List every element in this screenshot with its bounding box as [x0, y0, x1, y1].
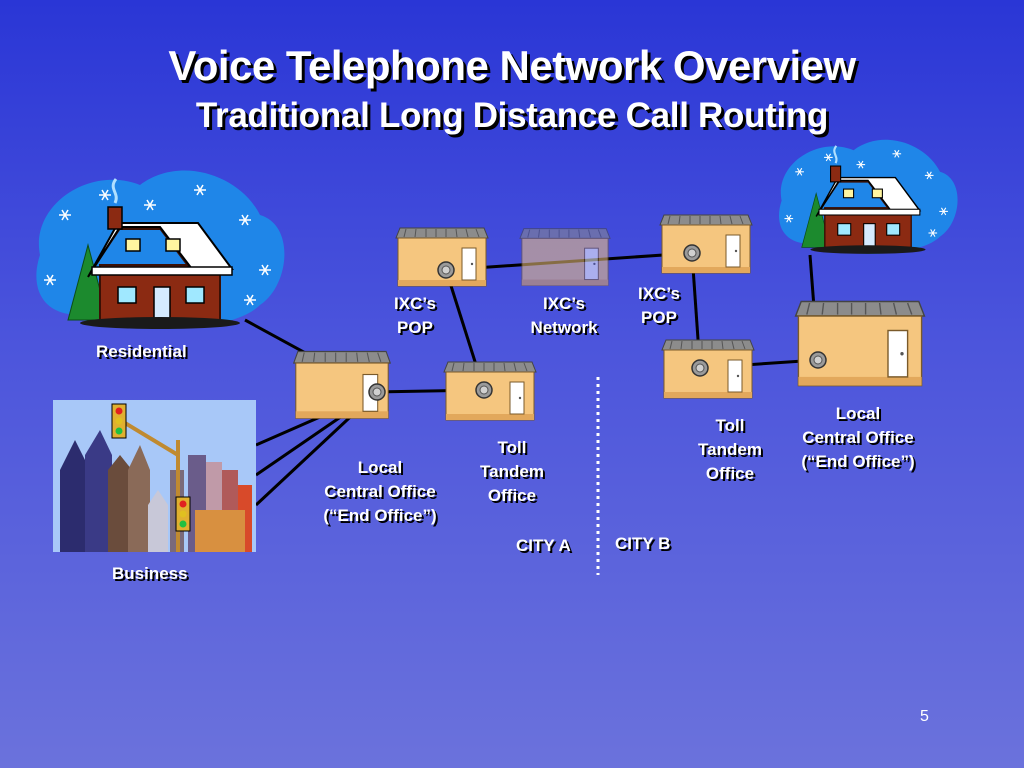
network-building-icon [519, 228, 611, 286]
slide-title: Voice Telephone Network Overview [168, 42, 856, 89]
business-label: Business [112, 564, 188, 583]
office-building-icon [794, 300, 926, 387]
office-building-icon [659, 214, 753, 274]
page-number: 5 [920, 708, 929, 725]
city-a-label: CITY A [516, 536, 571, 555]
business-city-icon [53, 400, 256, 552]
city-b-label: CITY B [615, 534, 671, 553]
residential-label: Residential [96, 342, 187, 361]
switch-node-icon [683, 244, 701, 262]
switch-node-icon [809, 351, 827, 369]
residential-house-icon [779, 140, 958, 254]
residential-house-icon [36, 171, 284, 329]
switch-node-icon [437, 261, 455, 279]
switch-node-icon [368, 383, 386, 401]
slide-subtitle: Traditional Long Distance Call Routing [195, 96, 829, 135]
switch-node-icon [475, 381, 493, 399]
switch-node-icon [691, 359, 709, 377]
